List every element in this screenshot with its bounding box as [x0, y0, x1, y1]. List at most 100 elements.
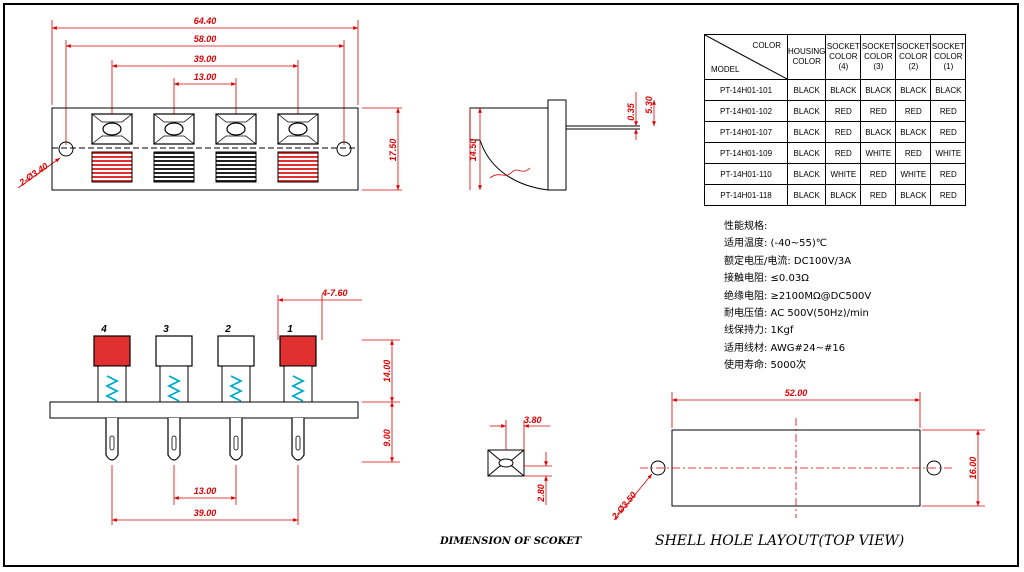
param-item: 额定电压/电流: DC100V/3A: [724, 253, 871, 270]
param-label: 线保持力:: [724, 325, 768, 337]
color-cell: BLACK: [786, 163, 827, 185]
dim-shell-height: 16.00: [968, 457, 978, 480]
socket-number: 4: [100, 324, 107, 335]
param-label: 绝缘电阻:: [724, 290, 768, 302]
socket-number: 2: [224, 324, 231, 335]
color-cell: BLACK: [895, 184, 932, 206]
param-value: ≤0.03Ω: [767, 273, 809, 285]
model-cell: PT-14H01-110: [704, 163, 788, 185]
color-cell: BLACK: [786, 79, 827, 101]
dim-overall: 64.40: [194, 16, 217, 26]
top-socket: [277, 113, 319, 183]
shell-hole-view: 52.00 16.00 2-Ø3.50: [609, 388, 985, 522]
param-value: AC 500V(50Hz)/min: [767, 308, 869, 320]
color-cell: RED: [930, 100, 967, 122]
param-label: 额定电压/电流:: [724, 255, 791, 267]
param-value: 5000次: [767, 360, 807, 372]
model-cell: PT-14H01-109: [704, 142, 788, 164]
color-cell: WHITE: [895, 163, 932, 185]
param-value: DC100V/3A: [790, 255, 852, 267]
param-value: (-40~55)℃: [767, 238, 828, 250]
socket-number: 1: [287, 324, 293, 335]
dim-pin-t: 0.35: [626, 102, 636, 121]
front-socket: 4: [93, 324, 131, 461]
color-cell: BLACK: [786, 100, 827, 122]
params-title: 性能规格:: [724, 221, 768, 232]
dim-front-pitch: 13.00: [194, 486, 217, 496]
color-cell: RED: [930, 163, 967, 185]
dim-shell-width: 52.00: [785, 388, 808, 398]
top-socket: [153, 113, 195, 183]
color-cell: RED: [930, 121, 967, 143]
color-cell: BLACK: [895, 79, 932, 101]
color-cell: RED: [860, 184, 897, 206]
table-corner-cell: COLOR MODEL: [704, 34, 788, 80]
front-socket: 1: [279, 324, 317, 461]
color-cell: BLACK: [860, 79, 897, 101]
color-cell: RED: [860, 163, 897, 185]
param-value: AWG#24~#16: [767, 342, 846, 354]
param-label: 接触电阻:: [724, 273, 768, 285]
dim-pitch3: 39.00: [194, 54, 217, 64]
dim-height: 17.50: [388, 139, 398, 162]
color-cell: WHITE: [860, 142, 897, 164]
front-view: 4-7.60 14.00 9.00 13.00 39.00: [49, 288, 400, 525]
side-view: 14.50 0.35 5.30: [468, 92, 656, 191]
param-value: 1Kgf: [767, 325, 794, 337]
model-cell: PT-14H01-107: [704, 121, 788, 143]
model-cell: PT-14H01-101: [704, 79, 788, 101]
color-cell: RED: [825, 142, 862, 164]
param-label: 适用温度:: [724, 238, 768, 250]
corner-color-label: COLOR: [752, 41, 781, 50]
dim-mid: 58.00: [194, 34, 217, 44]
color-cell: WHITE: [930, 142, 967, 164]
socket-number: 3: [163, 324, 169, 335]
color-cell: BLACK: [895, 121, 932, 143]
color-cell: BLACK: [786, 184, 827, 206]
top-socket: [91, 113, 133, 183]
param-item: 适用线材: AWG#24~#16: [724, 340, 871, 357]
dim-socket-width: 3.80: [524, 415, 542, 425]
caption-shell: SHELL HOLE LAYOUT(TOP VIEW): [655, 533, 904, 549]
dim-front-upper: 14.00: [382, 360, 392, 383]
color-cell: RED: [895, 100, 932, 122]
param-item: 适用温度: (-40~55)℃: [724, 235, 871, 252]
param-label: 耐电压值:: [724, 308, 768, 320]
color-cell: BLACK: [825, 184, 862, 206]
model-cell: PT-14H01-118: [704, 184, 788, 206]
color-cell: BLACK: [930, 79, 967, 101]
socket-dimension-view: 3.80 2.80: [487, 415, 552, 505]
top-socket: [215, 113, 257, 183]
color-cell: BLACK: [786, 121, 827, 143]
dim-side-height: 14.50: [468, 139, 478, 162]
color-cell: RED: [930, 184, 967, 206]
color-cell: RED: [895, 142, 932, 164]
top-view-sockets: [91, 113, 319, 183]
dim-shell-hole: 2-Ø3.50: [609, 490, 638, 522]
dim-socket-height: 2.80: [536, 484, 546, 503]
caption-socket: DIMENSION OF SCOKET: [439, 536, 583, 547]
param-item: 绝缘电阻: ≥2100MΩ@DC500V: [724, 288, 871, 305]
model-cell: PT-14H01-102: [704, 100, 788, 122]
param-label: 适用线材:: [724, 342, 768, 354]
param-item: 接触电阻: ≤0.03Ω: [724, 270, 871, 287]
param-value: ≥2100MΩ@DC500V: [767, 290, 872, 302]
param-item: 线保持力: 1Kgf: [724, 322, 871, 339]
dim-pin-w: 5.30: [644, 96, 654, 114]
param-label: 使用寿命:: [724, 360, 768, 372]
param-item: 使用寿命: 5000次: [724, 357, 871, 374]
dim-hole: 2-Ø3.40: [17, 161, 50, 188]
front-socket: 2: [217, 324, 255, 461]
color-cell: BLACK: [786, 142, 827, 164]
